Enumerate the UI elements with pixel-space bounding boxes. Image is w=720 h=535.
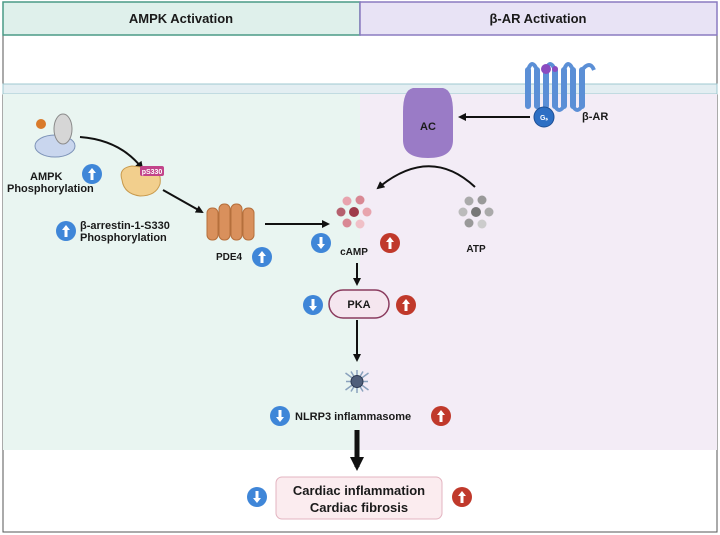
pka-label: PKA bbox=[347, 299, 370, 311]
ampk-up-icon bbox=[82, 164, 102, 184]
ps330-label: pS330 bbox=[142, 169, 163, 176]
camp-molecules-icon bbox=[336, 195, 372, 229]
ampk-label-line1: AMPK bbox=[30, 171, 62, 183]
ps330-tag bbox=[140, 166, 164, 176]
arrestin-to-pde4-arrow bbox=[162, 189, 204, 213]
nlrp3-down-icon bbox=[270, 406, 290, 426]
atp-molecules-icon bbox=[458, 195, 494, 229]
outcome-down-icon bbox=[247, 487, 267, 507]
atp-label: ATP bbox=[466, 244, 486, 255]
cell-membrane bbox=[2, 83, 718, 95]
outcome-box bbox=[275, 476, 443, 520]
gs-protein-icon bbox=[533, 106, 555, 128]
gs-label: Gₛ bbox=[540, 115, 548, 122]
regulation-indicators bbox=[56, 164, 472, 507]
nlrp3-label: NLRP3 inflammasome bbox=[295, 411, 411, 423]
outcome-line2: Cardiac fibrosis bbox=[310, 500, 408, 515]
arrestin-label-line1: β-arrestin-1-S330 bbox=[80, 220, 170, 232]
beta-ar-label: β-AR bbox=[582, 111, 608, 123]
ampk-label-line2: Phosphorylation bbox=[7, 183, 94, 195]
ac-label: AC bbox=[420, 121, 436, 133]
camp-label: cAMP bbox=[340, 247, 368, 258]
arrestin-up-icon bbox=[56, 221, 76, 241]
beta-ar-receptor-icon bbox=[525, 62, 596, 112]
ampk-activation-header: AMPK Activation bbox=[129, 11, 233, 26]
pde4-label: PDE4 bbox=[216, 252, 243, 263]
ampk-to-arrestin-arrow bbox=[79, 136, 144, 170]
camp-down-icon bbox=[311, 233, 331, 253]
nlrp3-inflammasome-icon bbox=[345, 370, 369, 393]
arrestin-label-line2: Phosphorylation bbox=[80, 232, 167, 244]
pka-up-icon bbox=[396, 295, 416, 315]
bar-header-box bbox=[359, 1, 718, 36]
outcome-line1: Cardiac inflammation bbox=[293, 483, 425, 498]
nlrp3-up-icon bbox=[431, 406, 451, 426]
pka-down-icon bbox=[303, 295, 323, 315]
outcome-up-icon bbox=[452, 487, 472, 507]
ampk-icon bbox=[34, 113, 76, 158]
atp-to-camp-arrow bbox=[376, 165, 476, 190]
pde4-up-icon bbox=[252, 247, 272, 267]
bar-activation-header: β-AR Activation bbox=[489, 11, 586, 26]
pka-box bbox=[328, 289, 390, 319]
pde4-icon bbox=[206, 203, 255, 241]
adenylyl-cyclase-icon bbox=[403, 88, 453, 158]
camp-up-icon bbox=[380, 233, 400, 253]
ampk-header-box bbox=[2, 1, 361, 36]
